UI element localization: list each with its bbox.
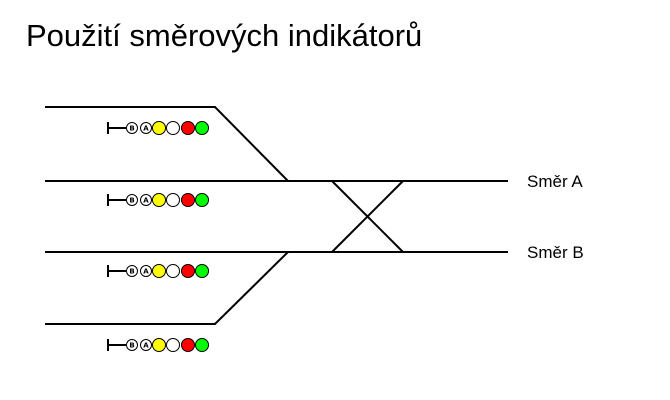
white-lamp: [166, 338, 180, 352]
direction-indicator-a: A: [143, 197, 149, 205]
yellow-lamp: [152, 338, 166, 352]
direction-indicator-b-circle: [126, 339, 138, 351]
direction-indicator-b: B: [129, 125, 134, 133]
diagram-title: Použití směrových indikátorů: [26, 18, 423, 53]
yellow-lamp: [152, 121, 166, 135]
yellow-lamp: [152, 193, 166, 207]
direction-indicator-a-circle: [140, 194, 152, 206]
direction-indicator-b: B: [129, 342, 134, 350]
direction-indicator-b-circle: [126, 194, 138, 206]
red-lamp: [181, 264, 195, 278]
direction-indicator-a: A: [143, 268, 149, 276]
direction-indicator-a-circle: [140, 122, 152, 134]
green-lamp: [195, 193, 209, 207]
white-lamp: [166, 121, 180, 135]
track-1: [45, 106, 289, 182]
red-lamp: [181, 193, 195, 207]
direction-indicator-b-circle: [126, 265, 138, 277]
direction-a-label: Směr A: [527, 172, 583, 191]
green-lamp: [195, 121, 209, 135]
crossover-right: [331, 180, 404, 253]
white-lamp: [166, 264, 180, 278]
direction-indicator-a-circle: [140, 339, 152, 351]
direction-indicator-b: B: [129, 197, 134, 205]
direction-indicator-a-circle: [140, 265, 152, 277]
white-lamp: [166, 193, 180, 207]
green-lamp: [195, 264, 209, 278]
yellow-lamp: [152, 264, 166, 278]
green-lamp: [195, 338, 209, 352]
track-4: [45, 251, 289, 325]
direction-indicator-b: B: [129, 268, 134, 276]
red-lamp: [181, 338, 195, 352]
direction-indicator-a: A: [143, 342, 149, 350]
direction-indicator-a: A: [143, 125, 149, 133]
direction-indicator-b-circle: [126, 122, 138, 134]
direction-b-label: Směr B: [527, 243, 584, 262]
red-lamp: [181, 121, 195, 135]
